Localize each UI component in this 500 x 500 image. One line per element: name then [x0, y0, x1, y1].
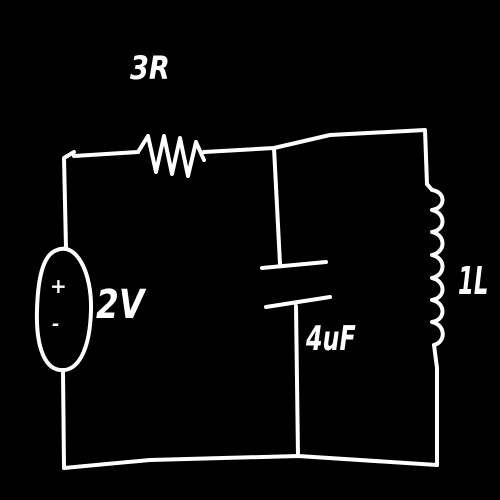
- voltage-source-minus-sign: -: [52, 314, 60, 335]
- wire-top-left: [72, 150, 140, 158]
- wire-capacitor-top: [272, 146, 282, 266]
- inductor-icon: [425, 182, 445, 370]
- resistor-label: 3R: [130, 49, 170, 87]
- wire-left-top: [62, 150, 76, 250]
- wire-left-bottom: [61, 368, 66, 470]
- wire-capacitor-bottom: [294, 304, 300, 458]
- wire-bottom: [62, 454, 439, 470]
- capacitor-label: 4uF: [306, 319, 356, 359]
- capacitor-icon: [260, 260, 332, 309]
- wire-top-right: [202, 128, 429, 186]
- voltage-source-plus-sign: +: [50, 274, 67, 298]
- inductor-label: 1L: [458, 259, 489, 303]
- voltage-source-label: 2V: [96, 282, 145, 328]
- resistor-icon: [136, 134, 206, 178]
- voltage-source-icon: [34, 246, 94, 373]
